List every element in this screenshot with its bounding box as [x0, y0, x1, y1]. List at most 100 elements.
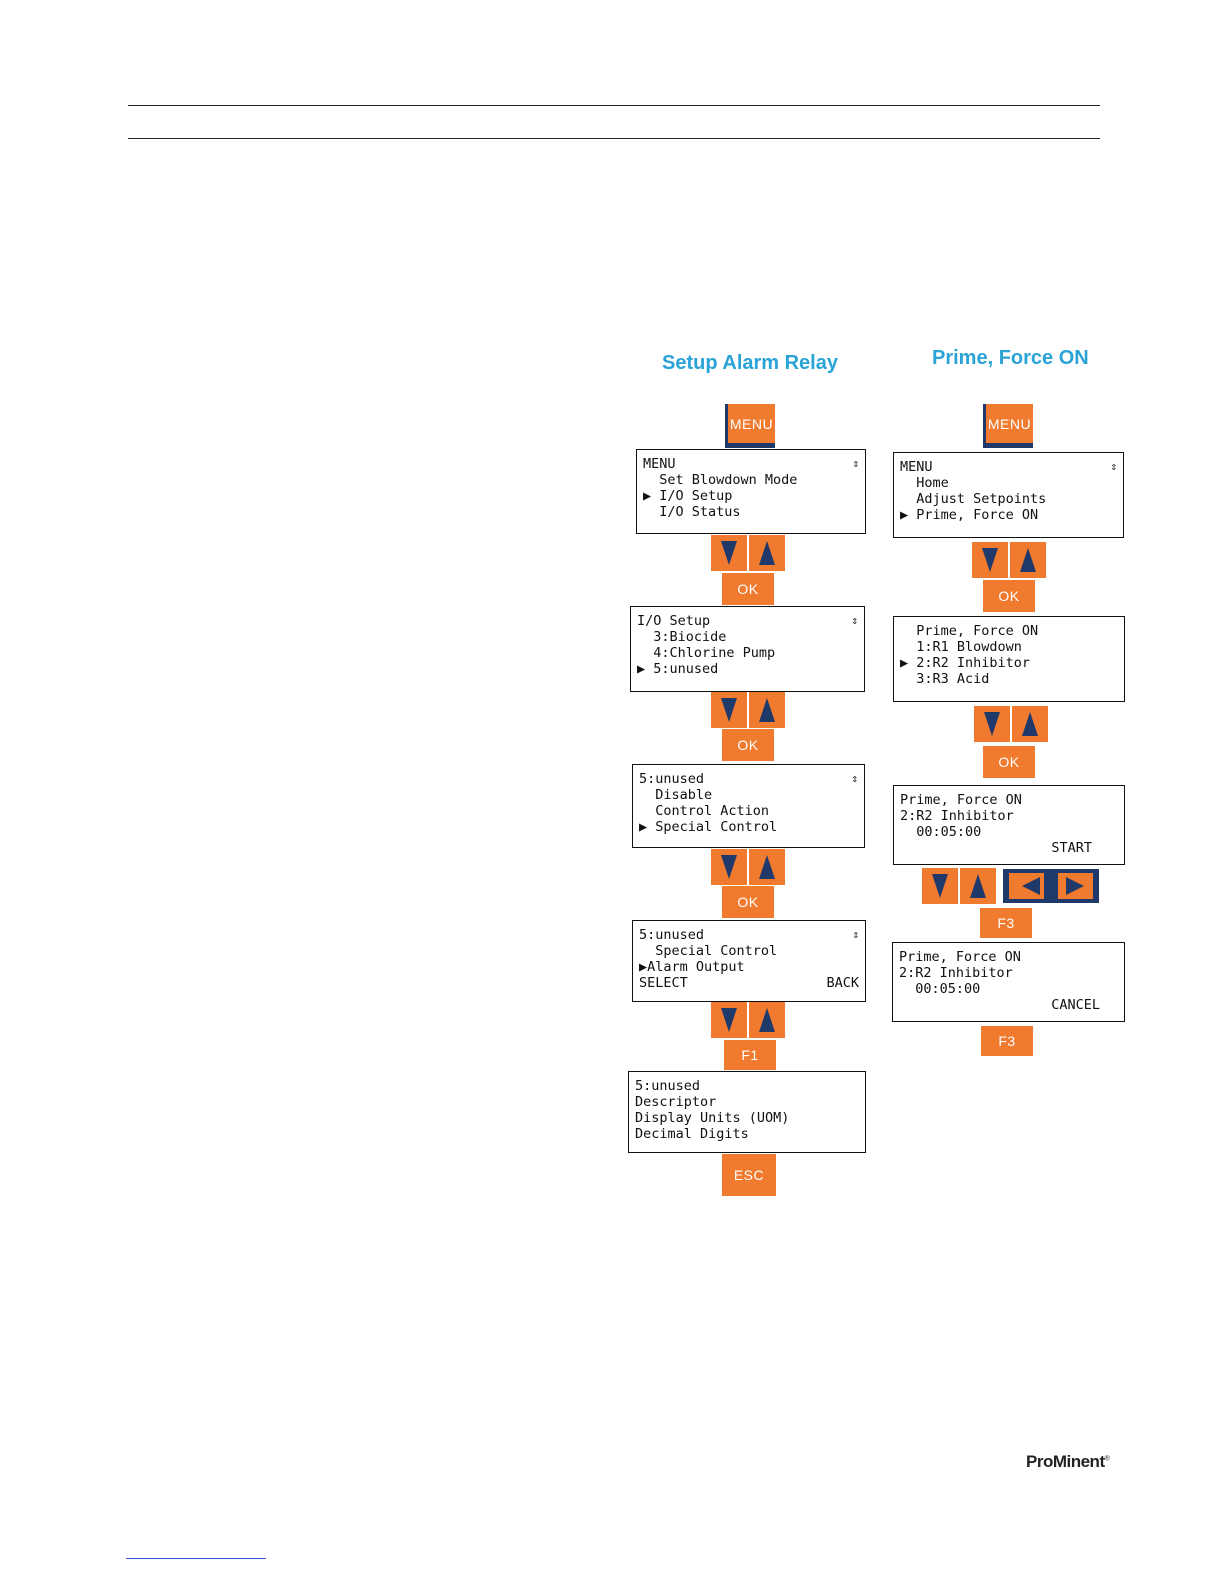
- ok-button[interactable]: OK: [983, 746, 1035, 778]
- up-down-keys[interactable]: [711, 849, 785, 885]
- down-arrow-icon: [982, 548, 998, 572]
- setup-alarm-relay-title: Setup Alarm Relay: [662, 352, 838, 374]
- lcd-line: 3:Biocide: [637, 629, 727, 645]
- prime-force-on-title: Prime, Force ON: [932, 347, 1089, 369]
- up-arrow-key[interactable]: [749, 535, 785, 571]
- ok-button[interactable]: OK: [983, 580, 1035, 612]
- lcd-screen-prime-force-on: Prime, Force ON 1:R1 Blowdown ▶ 2:R2 Inh…: [893, 616, 1125, 702]
- prominent-logo: ProMinent®: [1026, 1452, 1110, 1472]
- down-arrow-key[interactable]: [711, 692, 747, 728]
- lcd-line: 1:R1 Blowdown: [900, 639, 1022, 655]
- scroll-icon: ⇕: [851, 772, 858, 785]
- down-arrow-key[interactable]: [711, 535, 747, 571]
- lcd-line: ▶ 2:R2 Inhibitor: [900, 655, 1031, 671]
- cancel-softkey-label: CANCEL: [1051, 997, 1100, 1013]
- down-arrow-key[interactable]: [972, 542, 1008, 578]
- up-down-keys[interactable]: [974, 706, 1048, 742]
- header-rule-bottom: [128, 138, 1100, 139]
- up-arrow-key[interactable]: [960, 868, 996, 904]
- lcd-line: Decimal Digits: [635, 1126, 749, 1142]
- down-arrow-icon: [721, 698, 737, 722]
- down-arrow-icon: [721, 855, 737, 879]
- up-down-keys[interactable]: [922, 868, 996, 904]
- scroll-icon: ⇕: [851, 614, 858, 627]
- lcd-header: I/O Setup: [637, 613, 711, 629]
- up-down-keys[interactable]: [711, 535, 785, 571]
- lcd-line: Control Action: [639, 803, 770, 819]
- right-arrow-icon: [1066, 877, 1085, 895]
- lcd-line: 3:R3 Acid: [900, 671, 990, 687]
- lcd-line: Set Blowdown Mode: [643, 472, 798, 488]
- up-arrow-icon: [759, 1008, 775, 1032]
- lcd-screen-menu: MENU⇕ Set Blowdown Mode ▶ I/O Setup I/O …: [636, 449, 866, 534]
- lcd-screen-cancel: Prime, Force ON 2:R2 Inhibitor 00:05:00 …: [892, 942, 1125, 1022]
- lcd-line: I/O Status: [643, 504, 741, 520]
- down-arrow-key[interactable]: [711, 849, 747, 885]
- down-arrow-key[interactable]: [922, 868, 958, 904]
- ok-button[interactable]: OK: [722, 729, 774, 761]
- up-arrow-icon: [759, 698, 775, 722]
- right-arrow-key[interactable]: [1052, 869, 1099, 903]
- esc-button[interactable]: ESC: [722, 1154, 776, 1196]
- up-arrow-key[interactable]: [749, 849, 785, 885]
- logo-text: ProMinent: [1026, 1452, 1105, 1471]
- up-down-keys[interactable]: [711, 1002, 785, 1038]
- lcd-line: Display Units (UOM): [635, 1110, 790, 1126]
- lcd-line: Prime, Force ON: [900, 792, 1022, 808]
- up-arrow-icon: [970, 874, 986, 898]
- select-softkey-label: SELECT: [639, 975, 688, 991]
- menu-button[interactable]: MENU: [725, 404, 775, 448]
- down-arrow-icon: [932, 874, 948, 898]
- lcd-line: Descriptor: [635, 1094, 717, 1110]
- header-rule-top: [128, 105, 1100, 106]
- left-right-keys[interactable]: [1003, 869, 1099, 903]
- f3-button[interactable]: F3: [980, 908, 1032, 938]
- lcd-screen-5-unused: 5:unused⇕ Disable Control Action ▶ Speci…: [632, 764, 865, 848]
- up-arrow-icon: [759, 541, 775, 565]
- start-softkey-label: START: [1051, 840, 1092, 856]
- lcd-line: Disable: [639, 787, 713, 803]
- down-arrow-key[interactable]: [974, 706, 1010, 742]
- down-arrow-icon: [721, 541, 737, 565]
- up-arrow-icon: [759, 855, 775, 879]
- lcd-header: MENU: [643, 456, 676, 472]
- ok-button[interactable]: OK: [722, 573, 774, 605]
- lcd-screen-io-setup: I/O Setup ⇕ 3:Biocide 4:Chlorine Pump ▶ 5…: [630, 606, 865, 692]
- lcd-line: ▶ Prime, Force ON: [900, 507, 1039, 523]
- up-down-keys[interactable]: [972, 542, 1046, 578]
- lcd-screen-start: Prime, Force ON 2:R2 Inhibitor 00:05:00 …: [893, 785, 1125, 865]
- lcd-line: Prime, Force ON: [899, 949, 1021, 965]
- up-arrow-key[interactable]: [1012, 706, 1048, 742]
- down-arrow-icon: [984, 712, 1000, 736]
- lcd-line: 4:Chlorine Pump: [637, 645, 776, 661]
- left-arrow-icon: [1021, 877, 1040, 895]
- up-arrow-key[interactable]: [749, 1002, 785, 1038]
- timer-value: 00:05:00: [899, 981, 981, 997]
- footer-link-underline: [126, 1558, 266, 1559]
- f3-button[interactable]: F3: [981, 1026, 1033, 1056]
- back-softkey-label: BACK: [826, 975, 859, 991]
- lcd-header: 5:unused: [639, 771, 705, 787]
- up-down-keys[interactable]: [711, 692, 785, 728]
- f1-button[interactable]: F1: [724, 1040, 776, 1070]
- lcd-screen-alarm-output: 5:unused Descriptor Display Units (UOM) …: [628, 1071, 866, 1153]
- lcd-screen-special-control: 5:unused⇕ Special Control ▶Alarm Output …: [632, 920, 866, 1002]
- lcd-line: ▶Alarm Output: [639, 959, 745, 975]
- down-arrow-key[interactable]: [711, 1002, 747, 1038]
- ok-button[interactable]: OK: [722, 886, 774, 918]
- left-arrow-key[interactable]: [1003, 869, 1050, 903]
- lcd-line: ▶ I/O Setup: [643, 488, 733, 504]
- lcd-line: ▶ 5:unused: [637, 661, 719, 677]
- lcd-line: Adjust Setpoints: [900, 491, 1047, 507]
- scroll-icon: ⇕: [1110, 460, 1117, 473]
- up-arrow-key[interactable]: [749, 692, 785, 728]
- timer-value: 00:05:00: [900, 824, 982, 840]
- up-arrow-key[interactable]: [1010, 542, 1046, 578]
- lcd-header: Prime, Force ON: [900, 623, 1039, 639]
- down-arrow-icon: [721, 1008, 737, 1032]
- scroll-icon: ⇕: [852, 928, 859, 941]
- up-arrow-icon: [1020, 548, 1036, 572]
- registered-mark: ®: [1104, 1455, 1110, 1463]
- lcd-screen-menu: MENU⇕ Home Adjust Setpoints ▶ Prime, For…: [893, 452, 1124, 538]
- menu-button[interactable]: MENU: [983, 404, 1033, 448]
